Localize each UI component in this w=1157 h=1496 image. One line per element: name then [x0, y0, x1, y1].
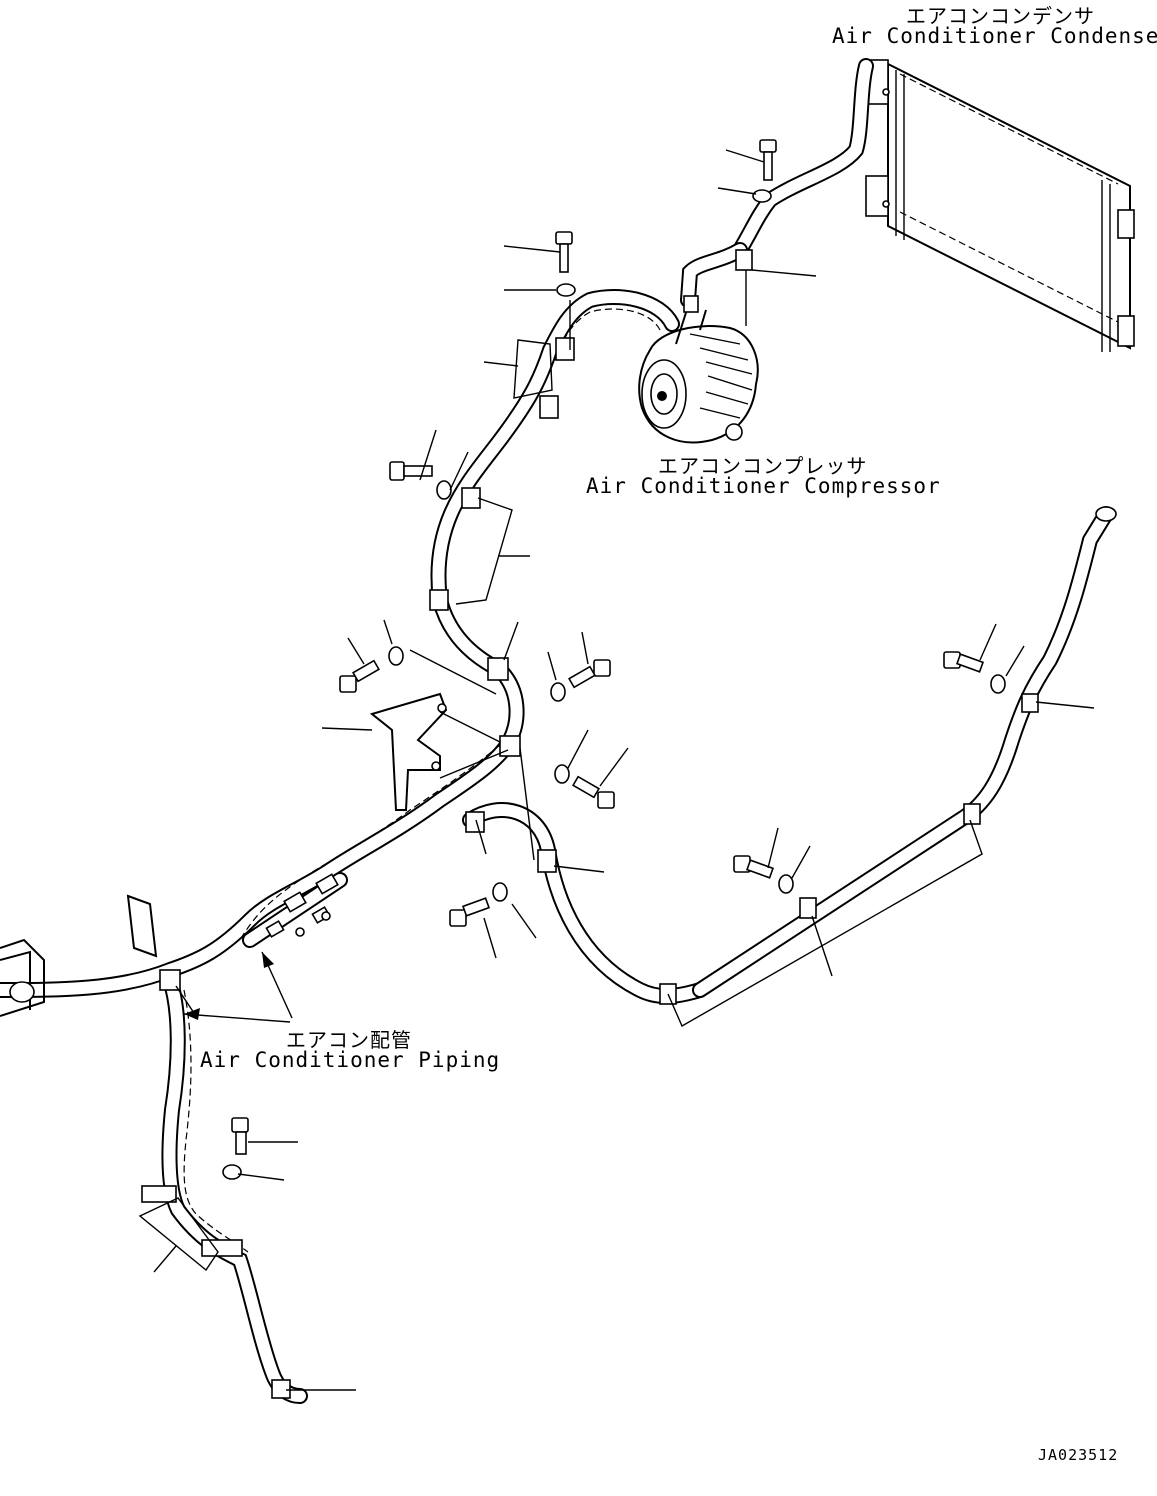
drawing-code: JA023512: [1038, 1446, 1119, 1464]
clamps: [141, 249, 1039, 1399]
compressor-label-jp: エアコンコンプレッサ: [658, 454, 868, 478]
condenser-label-en: Air Conditioner Condenser: [832, 24, 1157, 48]
secondary-hose: [462, 506, 1117, 1004]
bolts: [222, 139, 1006, 1180]
left-frame: [0, 894, 308, 1404]
condenser-label-jp: エアコンコンデンサ: [906, 4, 1095, 28]
bracket: [369, 692, 448, 811]
leader-lines: [138, 149, 1095, 1391]
condenser-hoses: [680, 58, 874, 308]
hose-fittings: [242, 872, 348, 948]
compressor: [638, 295, 759, 444]
piping-label-en: Air Conditioner Piping: [200, 1048, 501, 1072]
piping-label-jp: エアコン配管: [286, 1028, 412, 1052]
compressor-label-en: Air Conditioner Compressor: [586, 474, 941, 498]
condenser: [865, 59, 1135, 352]
